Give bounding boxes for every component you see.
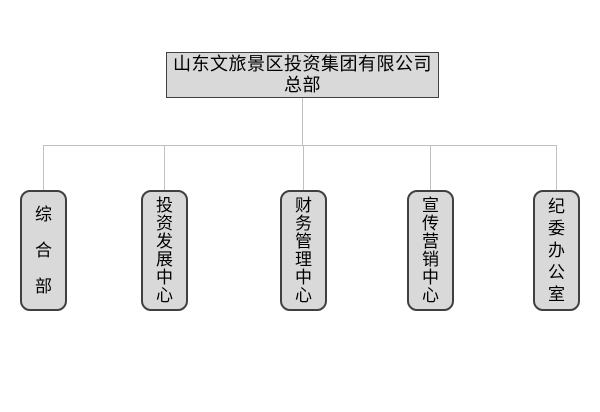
connector-root-stem: [302, 98, 303, 145]
org-node-financial-management-center: 财务管理中心: [280, 190, 327, 311]
connector-branch-bar: [43, 145, 557, 146]
org-node-marketing-center: 宣传营销中心: [407, 190, 454, 311]
org-node-discipline-committee-office: 纪委办公室: [533, 190, 580, 311]
org-node-headquarters: 山东文旅景区投资集团有限公司 总部: [166, 52, 439, 98]
connector-drop-discipline-office: [556, 145, 557, 190]
org-node-general-affairs-dept: 综合部: [20, 190, 67, 311]
connector-drop-investment-dev: [164, 145, 165, 190]
connector-drop-marketing: [430, 145, 431, 190]
connector-drop-finance-mgmt: [303, 145, 304, 190]
org-node-investment-development-center: 投资发展中心: [141, 190, 188, 311]
connector-drop-general-affairs: [43, 145, 44, 190]
